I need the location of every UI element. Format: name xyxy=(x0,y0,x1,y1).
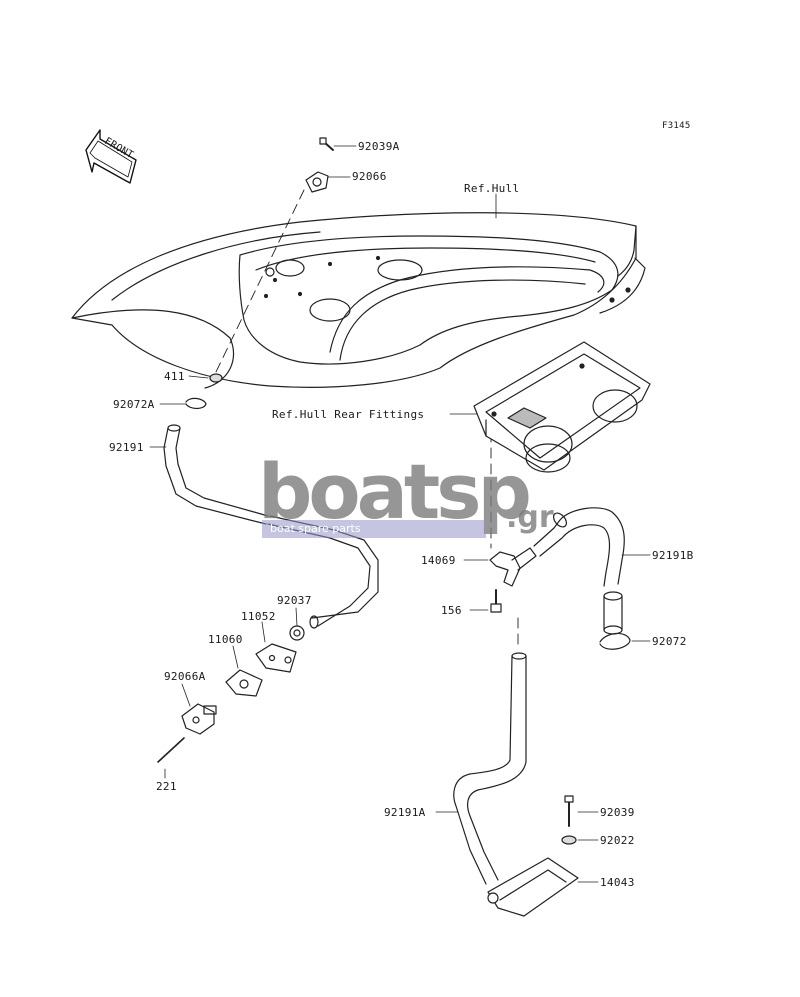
part-92191a-label[interactable]: 92191A xyxy=(384,806,426,819)
hose-92191a xyxy=(453,652,527,885)
washer-411-icon xyxy=(209,373,223,383)
bolt-156-icon xyxy=(490,589,502,613)
fitting-92066a-icon xyxy=(181,703,217,735)
watermark-suffix: .gr xyxy=(506,500,554,535)
clip-92072a-icon xyxy=(185,397,207,410)
part-92191-label[interactable]: 92191 xyxy=(109,441,144,454)
bolt-92039a-icon xyxy=(319,137,334,151)
part-411-label[interactable]: 411 xyxy=(164,370,185,383)
fitting-92066-icon xyxy=(305,171,329,193)
part-156-label[interactable]: 156 xyxy=(441,604,462,617)
bolt-92039-icon xyxy=(564,795,574,827)
rear-fitting-tray xyxy=(473,341,651,473)
part-92072-label[interactable]: 92072 xyxy=(652,635,687,648)
assembly-lines xyxy=(215,189,519,651)
watermark-brand: boatsp xyxy=(258,447,532,536)
ref-hull-rear-label: Ref.Hull Rear Fittings xyxy=(272,408,425,421)
bracket-14043-icon xyxy=(487,857,579,917)
watermark-tagline: boat spare parts xyxy=(262,520,486,538)
screw-221-icon xyxy=(157,737,185,763)
watermark: boatsp .gr boat spare parts xyxy=(258,447,554,552)
part-14069-label[interactable]: 14069 xyxy=(421,554,456,567)
leader-lines xyxy=(149,145,651,883)
bracket-11052-icon xyxy=(255,643,297,673)
part-92072a-label[interactable]: 92072A xyxy=(113,398,155,411)
hose-92191b xyxy=(533,507,625,635)
ref-hull-label: Ref.Hull xyxy=(464,182,520,195)
front-arrow-icon xyxy=(85,129,137,184)
washer-92022-icon xyxy=(561,835,577,845)
part-14043-label[interactable]: 14043 xyxy=(600,876,635,889)
part-92022-label[interactable]: 92022 xyxy=(600,834,635,847)
part-92039-label[interactable]: 92039 xyxy=(600,806,635,819)
part-11060-label[interactable]: 11060 xyxy=(208,633,243,646)
part-92191b-label[interactable]: 92191B xyxy=(652,549,694,562)
part-92039a-label[interactable]: 92039A xyxy=(358,140,400,153)
elbow-14069-icon xyxy=(489,547,537,587)
clamp-92072-icon xyxy=(599,632,631,650)
hull-deck xyxy=(71,212,646,389)
clamp-92037-icon xyxy=(289,625,305,641)
part-221-label[interactable]: 221 xyxy=(156,780,177,793)
figure-code: F3145 xyxy=(662,121,691,131)
part-92037-label[interactable]: 92037 xyxy=(277,594,312,607)
hose-92191 xyxy=(163,424,379,629)
gasket-11060-icon xyxy=(225,669,263,697)
part-92066a-label[interactable]: 92066A xyxy=(164,670,206,683)
part-11052-label[interactable]: 11052 xyxy=(241,610,276,623)
part-92066-label[interactable]: 92066 xyxy=(352,170,387,183)
